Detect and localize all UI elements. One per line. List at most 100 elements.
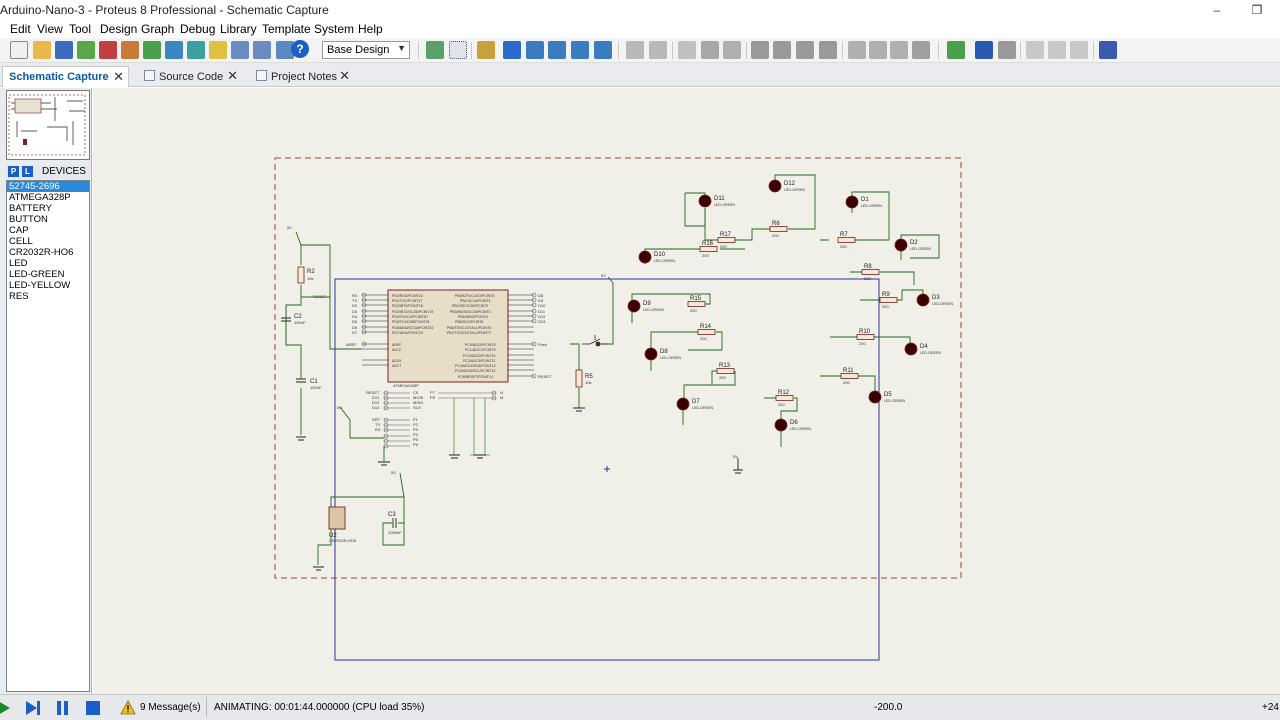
ares-icon[interactable] [209, 41, 227, 59]
push-button[interactable] [582, 335, 608, 347]
netlist-to-ares-icon[interactable] [1070, 41, 1088, 59]
menu-template[interactable]: Template [262, 22, 311, 36]
device-item[interactable]: BUTTON [9, 214, 48, 225]
library-manager-button[interactable]: L [22, 166, 33, 177]
zoom-in-icon[interactable] [526, 41, 544, 59]
block-delete-icon[interactable] [819, 41, 837, 59]
ecad-icon[interactable] [253, 41, 271, 59]
home-icon[interactable] [99, 41, 117, 59]
menu-debug[interactable]: Debug [180, 22, 216, 36]
zoom-out-icon[interactable] [548, 41, 566, 59]
copy-icon[interactable] [701, 41, 719, 59]
import-icon[interactable] [77, 41, 95, 59]
origin-icon[interactable] [477, 41, 495, 59]
zoom-area-icon[interactable] [594, 41, 612, 59]
header-connector[interactable] [383, 390, 497, 456]
close-icon[interactable]: ✕ [227, 68, 238, 83]
device-item[interactable]: RES [9, 291, 29, 302]
new-file-icon[interactable] [10, 41, 28, 59]
step-button[interactable] [24, 699, 42, 717]
pan-icon[interactable] [503, 41, 521, 59]
device-list[interactable]: 52745-2696 ATMEGA328P BATTERY BUTTON CAP… [6, 180, 90, 692]
device-item[interactable]: LED [9, 258, 28, 269]
new-sheet-icon[interactable] [1026, 41, 1044, 59]
refresh-icon[interactable] [426, 41, 444, 59]
capacitor-c2[interactable]: C2 100nF [281, 314, 306, 325]
block-copy-icon[interactable] [751, 41, 769, 59]
stop-button[interactable] [84, 699, 102, 717]
help-icon[interactable]: ? [291, 40, 309, 58]
block-rotate-icon[interactable] [796, 41, 814, 59]
menu-design[interactable]: Design [100, 22, 138, 36]
zoom-all-icon[interactable] [571, 41, 589, 59]
design-explorer-icon[interactable] [276, 41, 294, 59]
pick-device-icon[interactable] [848, 41, 866, 59]
minimize-button[interactable]: – [1213, 3, 1221, 17]
device-item[interactable]: ATMEGA328P [9, 192, 71, 203]
decompose-icon[interactable] [912, 41, 930, 59]
close-icon[interactable]: ✕ [113, 69, 124, 84]
device-item[interactable]: CR2032R-HO6 [9, 247, 74, 258]
pick-devices-button[interactable]: P [8, 166, 19, 177]
menu-graph[interactable]: Graph [141, 22, 175, 36]
block-move-icon[interactable] [773, 41, 791, 59]
device-item[interactable]: BATTERY [9, 203, 52, 214]
capacitor-c3[interactable]: C3 1000nF [388, 512, 402, 535]
resistor-r2[interactable]: R2 10k [297, 266, 315, 284]
close-icon[interactable]: ✕ [339, 68, 350, 83]
play-button[interactable] [0, 699, 14, 717]
resistor-r5[interactable]: R5 10k [575, 369, 593, 388]
grid-icon[interactable] [449, 41, 467, 59]
tab-project-notes[interactable]: Project Notes ✕ [250, 66, 354, 87]
menu-edit[interactable]: Edit [10, 22, 31, 36]
design-selector[interactable]: Base Design ▼ [322, 41, 410, 59]
restore-button[interactable]: ❐ [1251, 3, 1263, 17]
device-item[interactable]: CELL [9, 236, 33, 247]
device-item[interactable]: 52745-2696 [7, 181, 89, 192]
menu-help[interactable]: Help [358, 22, 383, 36]
edit-icon[interactable] [1099, 41, 1117, 59]
menu-tool[interactable]: Tool [69, 22, 92, 36]
overview-window[interactable] [6, 90, 90, 160]
tab-schematic-capture[interactable]: Schematic Capture ✕ [2, 66, 129, 87]
menu-view[interactable]: View [37, 22, 63, 36]
netlist-icon[interactable] [231, 41, 249, 59]
cut-icon[interactable] [678, 41, 696, 59]
component-icon[interactable] [121, 41, 139, 59]
pause-button[interactable] [54, 699, 72, 717]
zoom-icon[interactable] [165, 41, 183, 59]
mcu-atmega328p[interactable]: ATMEGA328P PD0/RXD/PCINT16PD1/TXD/PCINT1… [346, 289, 552, 388]
open-folder-icon[interactable] [33, 41, 51, 59]
redo-icon[interactable] [649, 41, 667, 59]
bom-icon[interactable] [187, 41, 205, 59]
battery-u2[interactable]: U2 CR2032R-HO6 [328, 506, 357, 543]
menu-system[interactable]: System [314, 22, 355, 36]
make-device-icon[interactable] [869, 41, 887, 59]
paste-icon[interactable] [723, 41, 741, 59]
package-icon[interactable] [890, 41, 908, 59]
save-icon[interactable] [55, 41, 73, 59]
